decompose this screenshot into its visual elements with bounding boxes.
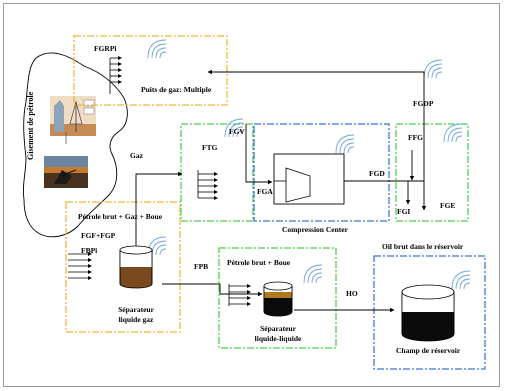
gas-well-label: Puits de gaz: Multiple [141,85,212,94]
fgrpi-label: FGRPi [94,44,117,53]
compression-center-region [253,123,390,222]
fgf-fgp-label: FGF+FGP [81,231,116,240]
ftg-label: FTG [202,143,218,152]
wireless-icon [147,39,167,59]
wireless-icon [423,59,443,79]
separator-liquid-label: Séparateur [260,324,296,333]
reservoir-field-label: Champ de réservoir [396,346,461,355]
compression-center-label: Compression Center [282,225,348,234]
wireless-icon [303,264,323,284]
gas-label: Gaz [130,151,143,160]
ho-label: HO [346,289,358,298]
wireless-icon [335,134,355,154]
oil-gas-mud-label: Pétrole brut + Gaz + Boue [78,212,163,221]
separator-gas-label: Séparateur [118,305,154,314]
fgd-label: FGD [369,169,385,178]
distribution-region [395,123,469,222]
separator-liquid-region [218,247,337,349]
separator-gas-region [65,201,181,333]
fbpi-label: FBPi [81,246,98,255]
reservoir-region [373,255,486,370]
fgi-label: FGI [397,207,411,216]
oil-field-label: Gisement de pétrole [26,91,35,160]
compressor-symbol [285,167,311,203]
reservoir-tank [401,284,455,342]
separator-liquid-sublabel: liquide-liquide [254,334,302,343]
oil-field-region [23,52,128,238]
separator-gas-sublabel: liquide gaz [118,315,154,324]
treatment-region [180,123,254,222]
wireless-icon [443,123,463,143]
oil-reservoir-label: Oil brut dans le réservoir [382,242,464,251]
oil-mud-label: Pétrole brut + Boue [227,258,291,267]
gas-to-compressor-line [245,124,273,185]
fpb-flow-line [162,283,263,297]
diagram-frame [3,3,500,387]
sensor-inputs [68,57,247,306]
fgv-label: FGV [229,127,245,136]
fga-label: FGA [257,187,273,196]
gas-return-line [280,71,425,181]
gas-well-region [73,35,228,106]
ffg-label: FFG [408,133,423,142]
separator-liquid-tank [263,281,293,317]
wireless-icon [451,270,471,290]
fpb-label: FPB [194,262,209,271]
sensor-arrowheads [88,56,251,306]
fgdp-label: FGDP [413,99,434,108]
separator-gas-tank [119,245,153,289]
oil-field-illustration [44,96,96,188]
gas-flow-line [135,171,183,246]
fge-label: FGE [440,201,456,210]
